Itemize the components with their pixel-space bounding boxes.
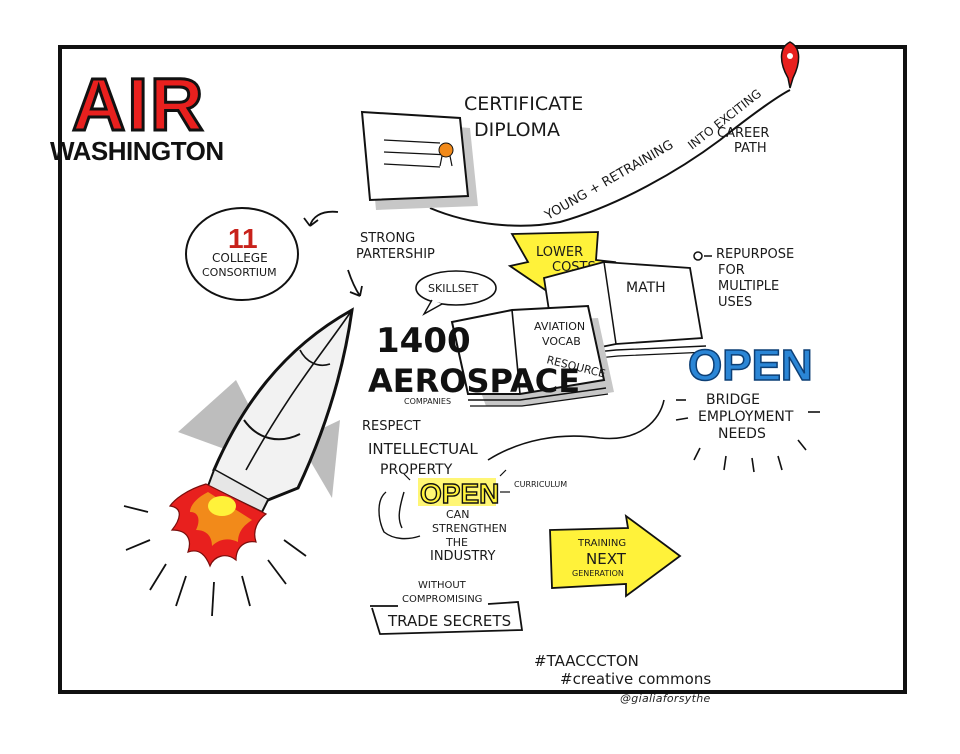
- map-pin-icon: [780, 41, 800, 89]
- open-bridge: BRIDGE: [706, 392, 760, 408]
- aerospace-companies: COMPANIES: [404, 397, 451, 406]
- certificate-icon: [360, 110, 478, 210]
- repurpose-line3: MULTIPLE: [718, 279, 779, 294]
- path-path: PATH: [734, 141, 767, 156]
- title-washington: WASHINGTON: [50, 136, 224, 166]
- consortium-consortium: CONSORTIUM: [202, 266, 277, 279]
- open-small-industry: INDUSTRY: [430, 549, 495, 564]
- open-small-bracket-icon: [378, 491, 421, 540]
- partnership-down-arrow-icon: [347, 269, 363, 297]
- consortium-number: 11: [228, 223, 258, 254]
- repurpose-block: REPURPOSE FOR MULTIPLE USES: [693, 247, 794, 310]
- frame-border: [58, 45, 907, 694]
- open-small-strengthen: STRENGTHEN: [432, 522, 507, 535]
- aerospace-number: 1400: [376, 321, 471, 361]
- open-small-curriculum: CURRICULUM: [514, 480, 567, 489]
- hashtag-taaccct: #TAACCCTON: [534, 652, 639, 670]
- training-line1: TRAINING: [577, 538, 626, 549]
- title-air: AIR: [72, 63, 205, 146]
- trade-secrets-block: WITHOUT COMPROMISING TRADE SECRETS: [370, 580, 524, 635]
- open-small-can: CAN: [446, 508, 469, 521]
- repurpose-line2: FOR: [718, 263, 745, 278]
- consortium-college: COLLEGE: [212, 251, 268, 265]
- open-small-word: OPEN: [420, 478, 499, 509]
- consortium-bubble: 11 COLLEGE CONSORTIUM: [185, 207, 299, 301]
- secrets-trade: TRADE SECRETS: [387, 612, 511, 630]
- respect-line1: RESPECT: [362, 419, 421, 434]
- open-main-block: OPEN BRIDGE EMPLOYMENT NEEDS: [675, 340, 820, 473]
- open-small-the: THE: [445, 536, 468, 549]
- book-math: MATH: [626, 280, 666, 296]
- partnership-partership: PARTERSHIP: [356, 247, 435, 262]
- aerospace-word: AEROSPACE: [368, 362, 580, 400]
- connector-line: [487, 399, 665, 461]
- open-employment: EMPLOYMENT: [698, 409, 794, 425]
- career-path-line: [429, 89, 791, 227]
- open-main-word: OPEN: [688, 341, 813, 390]
- open-small-rays-icon: [403, 469, 510, 493]
- open-small-block: OPEN CURRICULUM CAN STRENGTHEN THE INDUS…: [378, 469, 567, 564]
- training-arrow: TRAINING NEXT GENERATION: [549, 513, 682, 598]
- title-block: AIR WASHINGTON: [50, 62, 224, 167]
- book-vocab: VOCAB: [542, 335, 581, 348]
- hashtag-creative-commons: #creative commons: [560, 670, 711, 688]
- secrets-without: WITHOUT: [418, 580, 467, 591]
- repurpose-line4: USES: [718, 295, 752, 310]
- artist-credit: @gialiaforsythe: [620, 692, 711, 705]
- secrets-compromising: COMPROMISING: [402, 594, 482, 605]
- path-career: CAREER: [717, 126, 769, 141]
- open-rays-icon: [675, 399, 820, 473]
- open-needs: NEEDS: [718, 426, 766, 442]
- training-line2: NEXT: [586, 550, 627, 568]
- partnership-arrow-icon: [303, 210, 339, 227]
- rocket-motion-lines-icon: [123, 505, 307, 617]
- credential-certificate: CERTIFICATE: [464, 93, 583, 115]
- respect-line2: INTELLECTUAL: [368, 440, 478, 458]
- credential-diploma: DIPLOMA: [474, 119, 560, 141]
- secrets-box: [370, 601, 524, 635]
- rocket-icon: [168, 307, 354, 568]
- costs-lower: LOWER: [536, 245, 583, 260]
- book-aviation: AVIATION: [534, 320, 585, 333]
- respect-line3: PROPERTY: [380, 462, 453, 478]
- partnership-strong: STRONG: [360, 231, 415, 246]
- skillset-bubble: SKILLSET: [415, 270, 497, 316]
- training-line3: GENERATION: [572, 569, 624, 578]
- aviation-book-icon: [450, 304, 614, 407]
- repurpose-line1: REPURPOSE: [716, 247, 794, 262]
- skillset-text: SKILLSET: [428, 282, 479, 295]
